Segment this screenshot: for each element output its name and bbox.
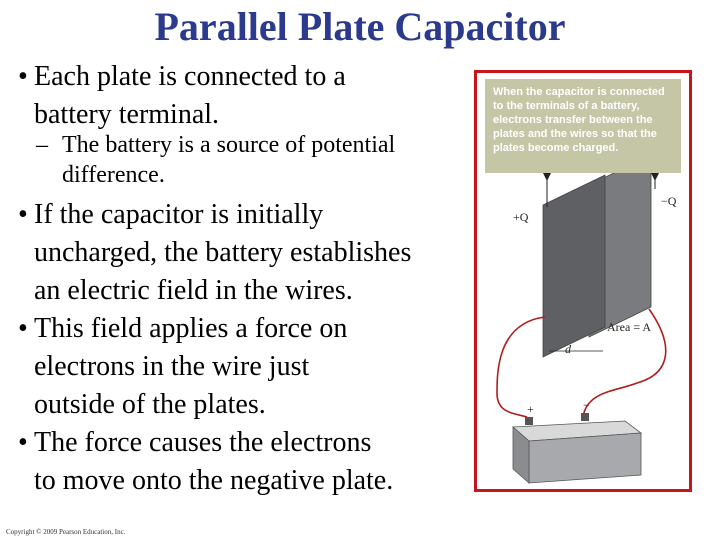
bullet-item: • This field applies a force on electron… — [18, 310, 347, 424]
bullet-dot: • — [18, 199, 28, 230]
bullet-item: • If the capacitor is initially uncharge… — [18, 196, 411, 310]
bullet-line: electrons in the wire just — [34, 351, 310, 382]
bullet-dot: • — [18, 313, 28, 344]
area-label: Area = A — [607, 320, 651, 334]
distance-label: d — [565, 342, 572, 356]
bullet-line: an electric field in the wires. — [34, 275, 353, 306]
arrowhead-icon — [651, 173, 659, 181]
sub-bullet-item: – The battery is a source of potential d… — [36, 130, 395, 190]
minus-terminal-label: − — [583, 398, 590, 412]
wire-negative — [582, 308, 667, 418]
bullet-line: This field applies a force on — [34, 313, 348, 344]
battery: + − — [511, 398, 643, 484]
minus-q-label: −Q — [661, 194, 677, 208]
battery-terminal-negative — [581, 413, 589, 421]
slide-title: Parallel Plate Capacitor — [154, 4, 566, 49]
bullet-line: battery terminal. — [34, 99, 220, 130]
plus-q-label: +Q — [513, 210, 529, 224]
figure-caption: When the capacitor is connected to the t… — [485, 79, 681, 173]
bullet-line: uncharged, the battery establishes — [34, 237, 412, 268]
sub-bullet-line: difference. — [62, 162, 165, 188]
battery-terminal-positive — [525, 417, 533, 425]
bullet-item: • The force causes the electrons to move… — [18, 424, 393, 500]
capacitor-diagram: +Q −Q Area = A d + − — [496, 154, 677, 484]
positive-plate — [542, 174, 606, 358]
bullet-item: • Each plate is connected to a battery t… — [18, 58, 346, 134]
wire-positive — [496, 316, 546, 418]
bullet-dot: • — [18, 427, 28, 458]
bullet-line: Each plate is connected to a — [34, 61, 346, 92]
copyright-notice: Copyright © 2009 Pearson Education, Inc. — [6, 528, 126, 536]
sub-bullet-dash: – — [36, 132, 48, 158]
bullet-line: to move onto the negative plate. — [34, 465, 394, 496]
capacitor-figure: +Q −Q Area = A d + − When the capacitor … — [474, 70, 692, 492]
sub-bullet-line: The battery is a source of potential — [62, 132, 396, 158]
bullet-line: The force causes the electrons — [34, 427, 372, 458]
bullet-dot: • — [18, 61, 28, 92]
bullet-line: If the capacitor is initially — [34, 199, 324, 230]
plus-terminal-label: + — [527, 402, 534, 416]
arrowhead-icon — [543, 173, 551, 181]
bullet-line: outside of the plates. — [34, 389, 266, 420]
